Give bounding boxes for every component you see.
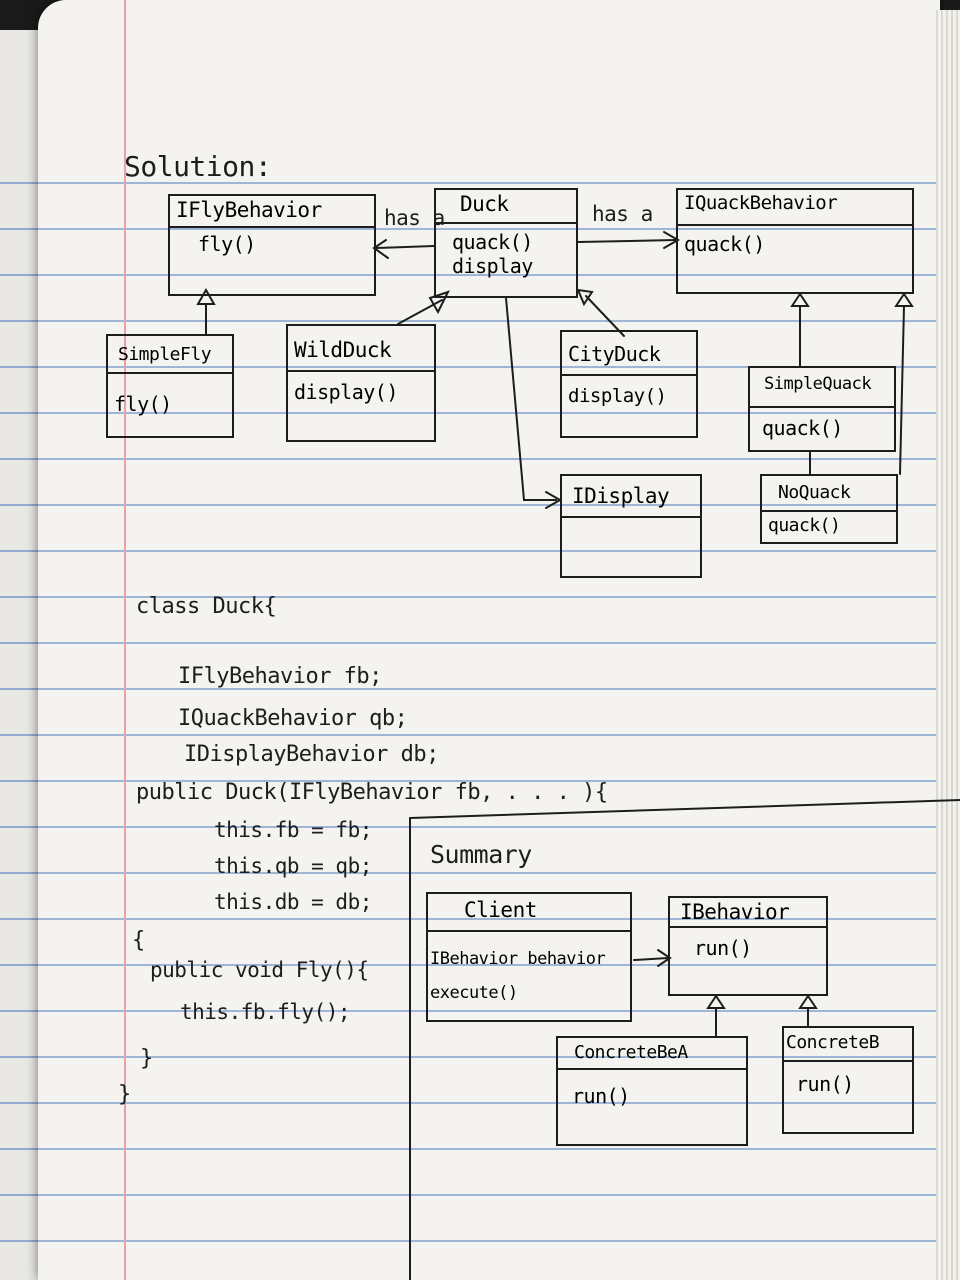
class-members: display()	[568, 385, 667, 407]
class-members: run()	[694, 936, 752, 960]
class-members: display()	[294, 380, 398, 404]
class-members: IBehavior behavior execute()	[430, 949, 606, 1003]
class-concrete-b: ConcreteB run()	[782, 1026, 914, 1134]
class-city-duck: CityDuck display()	[560, 330, 698, 438]
class-wild-duck: WildDuck display()	[286, 324, 436, 442]
class-simple-quack: SimpleQuack quack()	[748, 366, 896, 452]
class-members: run()	[796, 1072, 854, 1096]
relation-label-has-a: has a	[384, 206, 445, 230]
class-divider	[558, 1068, 746, 1070]
code-line: IDisplayBehavior db;	[184, 742, 439, 767]
class-name: NoQuack	[778, 482, 851, 503]
class-divider	[762, 510, 896, 512]
class-name: SimpleFly	[118, 344, 212, 365]
class-divider	[678, 224, 912, 226]
class-name: Client	[464, 898, 537, 922]
class-name: WildDuck	[294, 338, 392, 362]
summary-title: Summary	[430, 840, 532, 869]
code-line: public Duck(IFlyBehavior fb, . . . ){	[136, 780, 608, 805]
code-line: this.qb = qb;	[214, 854, 372, 878]
class-name: SimpleQuack	[764, 374, 872, 394]
class-iquack-behavior: IQuackBehavior quack()	[676, 188, 914, 294]
code-line: this.fb.fly();	[180, 1000, 351, 1024]
class-no-quack: NoQuack quack()	[760, 474, 898, 544]
class-name: ConcreteB	[786, 1032, 880, 1053]
code-line: this.fb = fb;	[214, 818, 372, 842]
class-ifly-behavior: IFlyBehavior fly()	[168, 194, 376, 296]
class-members: run()	[572, 1084, 630, 1108]
relation-label-has-a: has a	[592, 202, 653, 226]
class-members: fly()	[114, 392, 172, 416]
class-divider	[562, 516, 700, 518]
class-members: quack() display	[452, 230, 533, 278]
class-divider	[288, 370, 434, 372]
solution-heading: Solution:	[124, 150, 272, 183]
class-members: fly()	[198, 232, 256, 256]
class-concrete-a: ConcreteBeA run()	[556, 1036, 748, 1146]
class-divider	[670, 926, 826, 928]
class-idisplay: IDisplay	[560, 474, 702, 578]
code-line: this.db = db;	[214, 890, 372, 914]
class-name: ConcreteBeA	[574, 1042, 688, 1063]
class-divider	[428, 930, 630, 932]
class-name: IDisplay	[572, 484, 670, 508]
class-divider	[750, 406, 894, 408]
notebook-page	[38, 0, 940, 1280]
class-name: IBehavior	[680, 900, 790, 924]
class-members: quack()	[768, 515, 841, 536]
margin-line	[124, 0, 126, 1280]
class-members: quack()	[762, 416, 843, 440]
class-ibehavior: IBehavior run()	[668, 896, 828, 996]
class-duck: Duck quack() display	[434, 188, 578, 298]
code-line: }	[140, 1046, 153, 1071]
code-line: IFlyBehavior fb;	[178, 664, 382, 689]
class-divider	[784, 1060, 912, 1062]
class-divider	[170, 226, 374, 228]
code-line: class Duck{	[136, 594, 277, 619]
code-line: {	[132, 928, 145, 953]
class-name: IQuackBehavior	[684, 192, 838, 214]
class-members: quack()	[684, 232, 765, 256]
class-client: Client IBehavior behavior execute()	[426, 892, 632, 1022]
class-simple-fly: SimpleFly fly()	[106, 334, 234, 438]
class-divider	[562, 374, 696, 376]
code-line: public void Fly(){	[150, 958, 369, 982]
class-name: CityDuck	[568, 342, 661, 366]
class-divider	[108, 372, 232, 374]
class-name: IFlyBehavior	[176, 198, 322, 222]
code-line: }	[118, 1082, 131, 1107]
class-name: Duck	[460, 192, 509, 216]
left-notebook-page	[0, 30, 44, 1280]
code-line: IQuackBehavior qb;	[178, 706, 408, 731]
page-edges	[936, 10, 960, 1280]
class-divider	[436, 222, 576, 224]
